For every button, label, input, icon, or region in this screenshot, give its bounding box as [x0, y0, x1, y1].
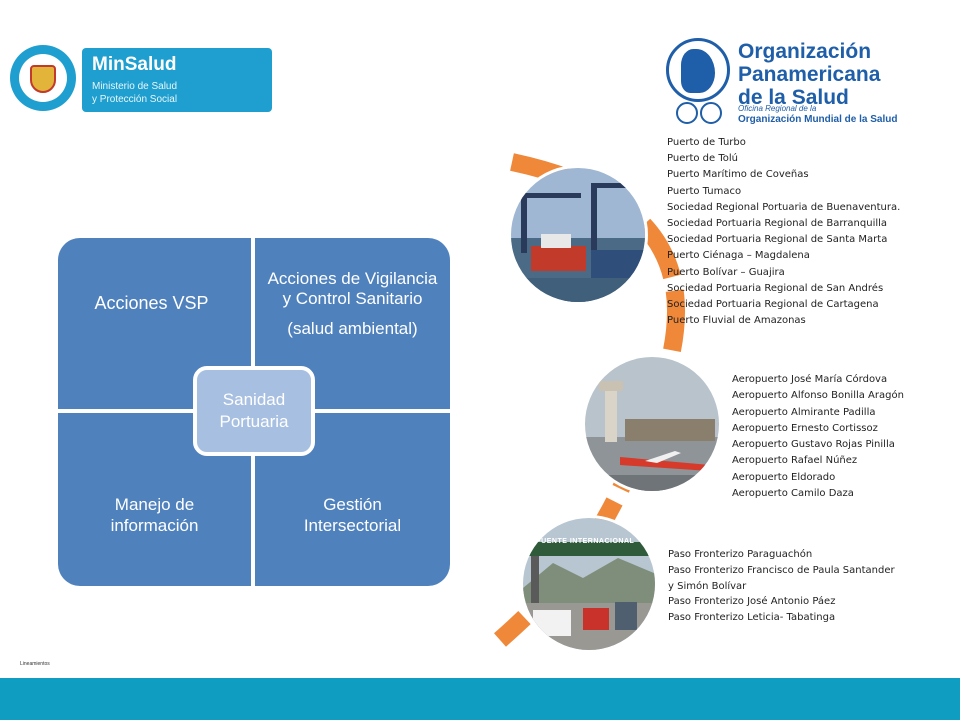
list-item: Puerto de Tolú	[667, 151, 900, 167]
list-item: Aeropuerto Almirante Padilla	[732, 405, 904, 421]
list-item: Puerto Ciénaga – Magdalena	[667, 248, 900, 264]
list-item: Puerto Bolívar – Guajira	[667, 265, 900, 281]
airport-photo	[582, 354, 722, 494]
list-item: y Simón Bolívar	[668, 579, 895, 595]
list-item: Aeropuerto Alfonso Bonilla Aragón	[732, 388, 904, 404]
list-item: Paso Fronterizo Leticia- Tabatinga	[668, 610, 895, 626]
list-item: Paso Fronterizo Francisco de Paula Santa…	[668, 563, 895, 579]
list-item: Sociedad Regional Portuaria de Buenavent…	[667, 200, 900, 216]
list-item: Puerto Marítimo de Coveñas	[667, 167, 900, 183]
airports-list: Aeropuerto José María Córdova Aeropuerto…	[732, 372, 904, 502]
list-item: Puerto Tumaco	[667, 184, 900, 200]
bottom-bar	[0, 678, 960, 720]
list-item: Sociedad Portuaria Regional de San André…	[667, 281, 900, 297]
border-crossing-photo	[520, 515, 658, 653]
list-item: Aeropuerto José María Córdova	[732, 372, 904, 388]
list-item: Sociedad Portuaria Regional de Cartagena	[667, 297, 900, 313]
list-item: Aeropuerto Eldorado	[732, 470, 904, 486]
list-item: Aeropuerto Gustavo Rojas Pinilla	[732, 437, 904, 453]
border-crossings-list: Paso Fronterizo Paraguachón Paso Fronter…	[668, 547, 895, 626]
list-item: Aeropuerto Rafael Núñez	[732, 453, 904, 469]
list-item: Sociedad Portuaria Regional de Santa Mar…	[667, 232, 900, 248]
list-item: Paso Fronterizo José Antonio Páez	[668, 594, 895, 610]
list-item: Paso Fronterizo Paraguachón	[668, 547, 895, 563]
list-item: Aeropuerto Camilo Daza	[732, 486, 904, 502]
border-sign-text: PUENTE INTERNACIONAL	[536, 538, 634, 545]
ports-list: Puerto de Turbo Puerto de Tolú Puerto Ma…	[667, 135, 900, 329]
list-item: Sociedad Portuaria Regional de Barranqui…	[667, 216, 900, 232]
seaport-photo	[508, 165, 648, 305]
footnote: Lineamientos	[20, 661, 50, 667]
list-item: Aeropuerto Ernesto Cortissoz	[732, 421, 904, 437]
list-item: Puerto de Turbo	[667, 135, 900, 151]
list-item: Puerto Fluvial de Amazonas	[667, 313, 900, 329]
